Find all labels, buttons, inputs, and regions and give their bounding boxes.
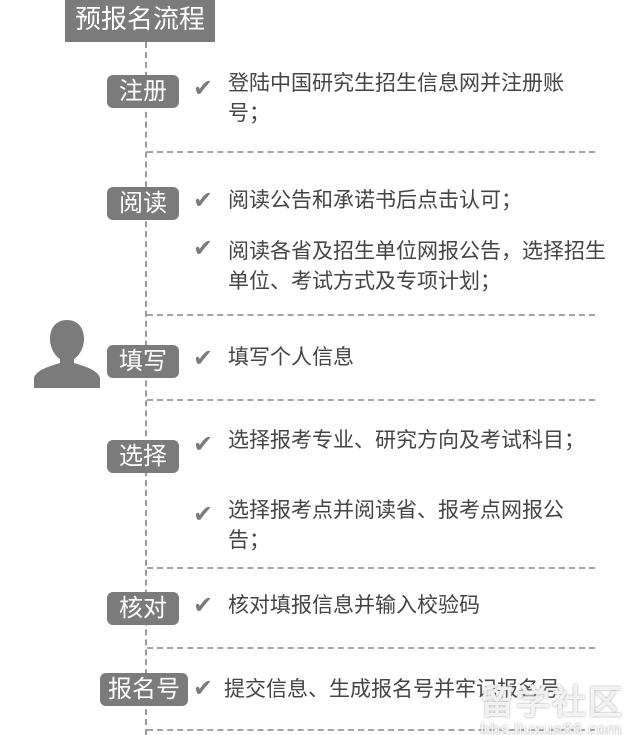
timeline-line — [145, 42, 147, 735]
step-label-select: 选择 — [107, 440, 179, 473]
flow-title: 预报名流程 — [65, 0, 215, 42]
step-text: 选择报考点并阅读省、报考点网报公告； — [228, 498, 564, 552]
check-icon: ✔ — [193, 186, 214, 214]
step-label-read: 阅读 — [107, 187, 179, 220]
step-text: 核对填报信息并输入校验码 — [228, 593, 480, 617]
check-icon: ✔ — [193, 674, 214, 702]
watermark: 留学社区 bbs.liuxue86.com — [480, 683, 624, 735]
step-text: 阅读公告和承诺书后点击认可； — [228, 188, 522, 212]
divider — [147, 399, 595, 401]
check-icon: ✔ — [193, 430, 214, 458]
divider — [147, 567, 595, 569]
step-label-fill: 填写 — [107, 345, 179, 378]
step-label-register: 注册 — [107, 75, 179, 108]
check-icon: ✔ — [193, 74, 214, 102]
check-icon: ✔ — [193, 234, 214, 262]
step-text: 提交信息、生成报名号并牢记报名号 — [224, 677, 560, 701]
divider — [147, 647, 595, 649]
check-icon: ✔ — [193, 500, 214, 528]
step-text: 选择报考专业、研究方向及考试科目； — [228, 428, 585, 452]
check-icon: ✔ — [193, 591, 214, 619]
step-text: 登陆中国研究生招生信息网并注册账号； — [228, 71, 564, 125]
step-text: 阅读各省及招生单位网报公告，选择招生单位、考试方式及专项计划； — [228, 239, 606, 293]
divider — [147, 729, 595, 731]
person-icon — [34, 320, 100, 388]
step-label-verify: 核对 — [107, 592, 179, 625]
divider — [147, 151, 595, 153]
step-text: 填写个人信息 — [228, 345, 354, 369]
check-icon: ✔ — [193, 344, 214, 372]
divider — [147, 314, 595, 316]
step-label-registration-number: 报名号 — [100, 673, 188, 706]
